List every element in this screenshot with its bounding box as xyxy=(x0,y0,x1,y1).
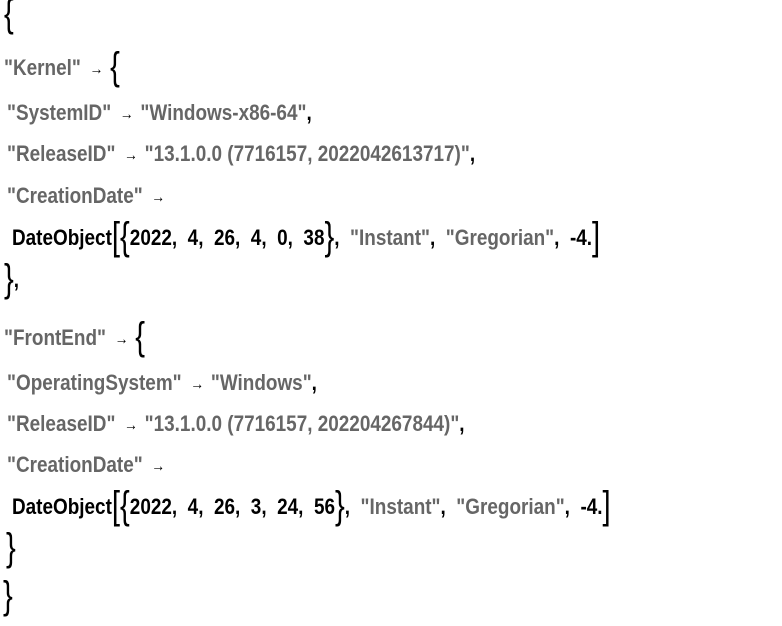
date-component: 4 xyxy=(250,225,262,250)
frontend-date-object: DateObject[{2022, 4, 26, 3, 24, 56}, Ins… xyxy=(12,484,611,528)
bracket: { xyxy=(110,45,120,89)
bracket: } xyxy=(6,526,16,570)
date-component: 4 xyxy=(187,225,199,250)
system-id-key: SystemID xyxy=(7,100,111,125)
bracket: [ xyxy=(111,215,121,259)
date-component: 26 xyxy=(213,494,236,519)
creation-date-key: CreationDate xyxy=(7,452,143,477)
arrow-icon: → xyxy=(124,147,138,164)
arrow-icon: → xyxy=(114,331,129,348)
date-calendar: Gregorian xyxy=(456,494,564,519)
date-component: 2022 xyxy=(129,494,172,519)
frontend-os: OperatingSystem→Windows, xyxy=(7,366,317,400)
bracket: } xyxy=(335,484,345,528)
frontend-close: } xyxy=(6,526,16,570)
bracket: } xyxy=(3,574,13,618)
arrow-icon: → xyxy=(124,417,138,434)
arrow-icon: → xyxy=(151,458,166,475)
release-id-key: ReleaseID xyxy=(7,411,115,436)
date-calendar: Gregorian xyxy=(446,225,554,250)
kernel-close: }, xyxy=(4,257,20,301)
date-component: 4 xyxy=(187,494,199,519)
kernel-creation-date: CreationDate → xyxy=(7,179,172,213)
date-object-head: DateObject xyxy=(12,225,112,250)
arrow-icon: → xyxy=(119,106,134,123)
creation-date-key: CreationDate xyxy=(7,183,143,208)
date-component: 3 xyxy=(250,494,262,519)
bracket: ] xyxy=(592,215,601,259)
date-component: 0 xyxy=(277,225,288,250)
date-object-head: DateObject xyxy=(12,494,112,519)
close-brace: } xyxy=(3,574,13,618)
frontend-release-id: ReleaseID → 13.1.0.0 (7716157, 20220426784… xyxy=(7,407,465,441)
frontend-creation-date: CreationDate → xyxy=(7,448,172,482)
kernel-key: Kernel xyxy=(4,55,81,80)
release-id-key: ReleaseID xyxy=(7,141,115,166)
frontend-rule: FrontEnd → { xyxy=(4,315,146,359)
system-id-value: Windows-x86-64 xyxy=(140,100,306,125)
date-type: Instant xyxy=(361,494,441,519)
arrow-icon: → xyxy=(190,376,204,393)
release-id-value: 13.1.0.0 (7716157, 2022042613717) xyxy=(145,141,470,166)
bracket: } xyxy=(4,257,14,301)
date-component: 56 xyxy=(313,494,336,519)
os-value: Windows xyxy=(211,370,312,395)
arrow-icon: → xyxy=(89,61,104,78)
bracket: { xyxy=(120,484,130,528)
bracket: } xyxy=(324,215,335,259)
bracket: ] xyxy=(602,484,611,528)
kernel-date-object: DateObject[{2022, 4, 26, 4, 0, 38}, Inst… xyxy=(12,215,601,259)
arrow-icon: → xyxy=(151,189,166,206)
os-key: OperatingSystem xyxy=(7,370,182,395)
bracket: [ xyxy=(111,484,121,528)
date-offset: -4. xyxy=(569,225,593,250)
kernel-rule: Kernel → { xyxy=(4,45,120,89)
date-component: 2022 xyxy=(129,225,172,250)
date-component: 26 xyxy=(213,225,236,250)
release-id-value: 13.1.0.0 (7716157, 202204267844) xyxy=(145,411,460,436)
bracket: { xyxy=(135,315,146,359)
kernel-system-id: SystemID→Windows-x86-64, xyxy=(7,96,312,130)
bracket: { xyxy=(4,0,14,36)
open-brace: { xyxy=(4,0,14,36)
frontend-key: FrontEnd xyxy=(4,325,106,350)
date-offset: -4. xyxy=(580,494,603,519)
bracket: { xyxy=(120,215,130,259)
date-component: 24 xyxy=(277,494,299,519)
kernel-release-id: ReleaseID → 13.1.0.0 (7716157, 20220426137… xyxy=(7,137,475,171)
date-component: 38 xyxy=(303,225,325,250)
date-type: Instant xyxy=(350,225,430,250)
